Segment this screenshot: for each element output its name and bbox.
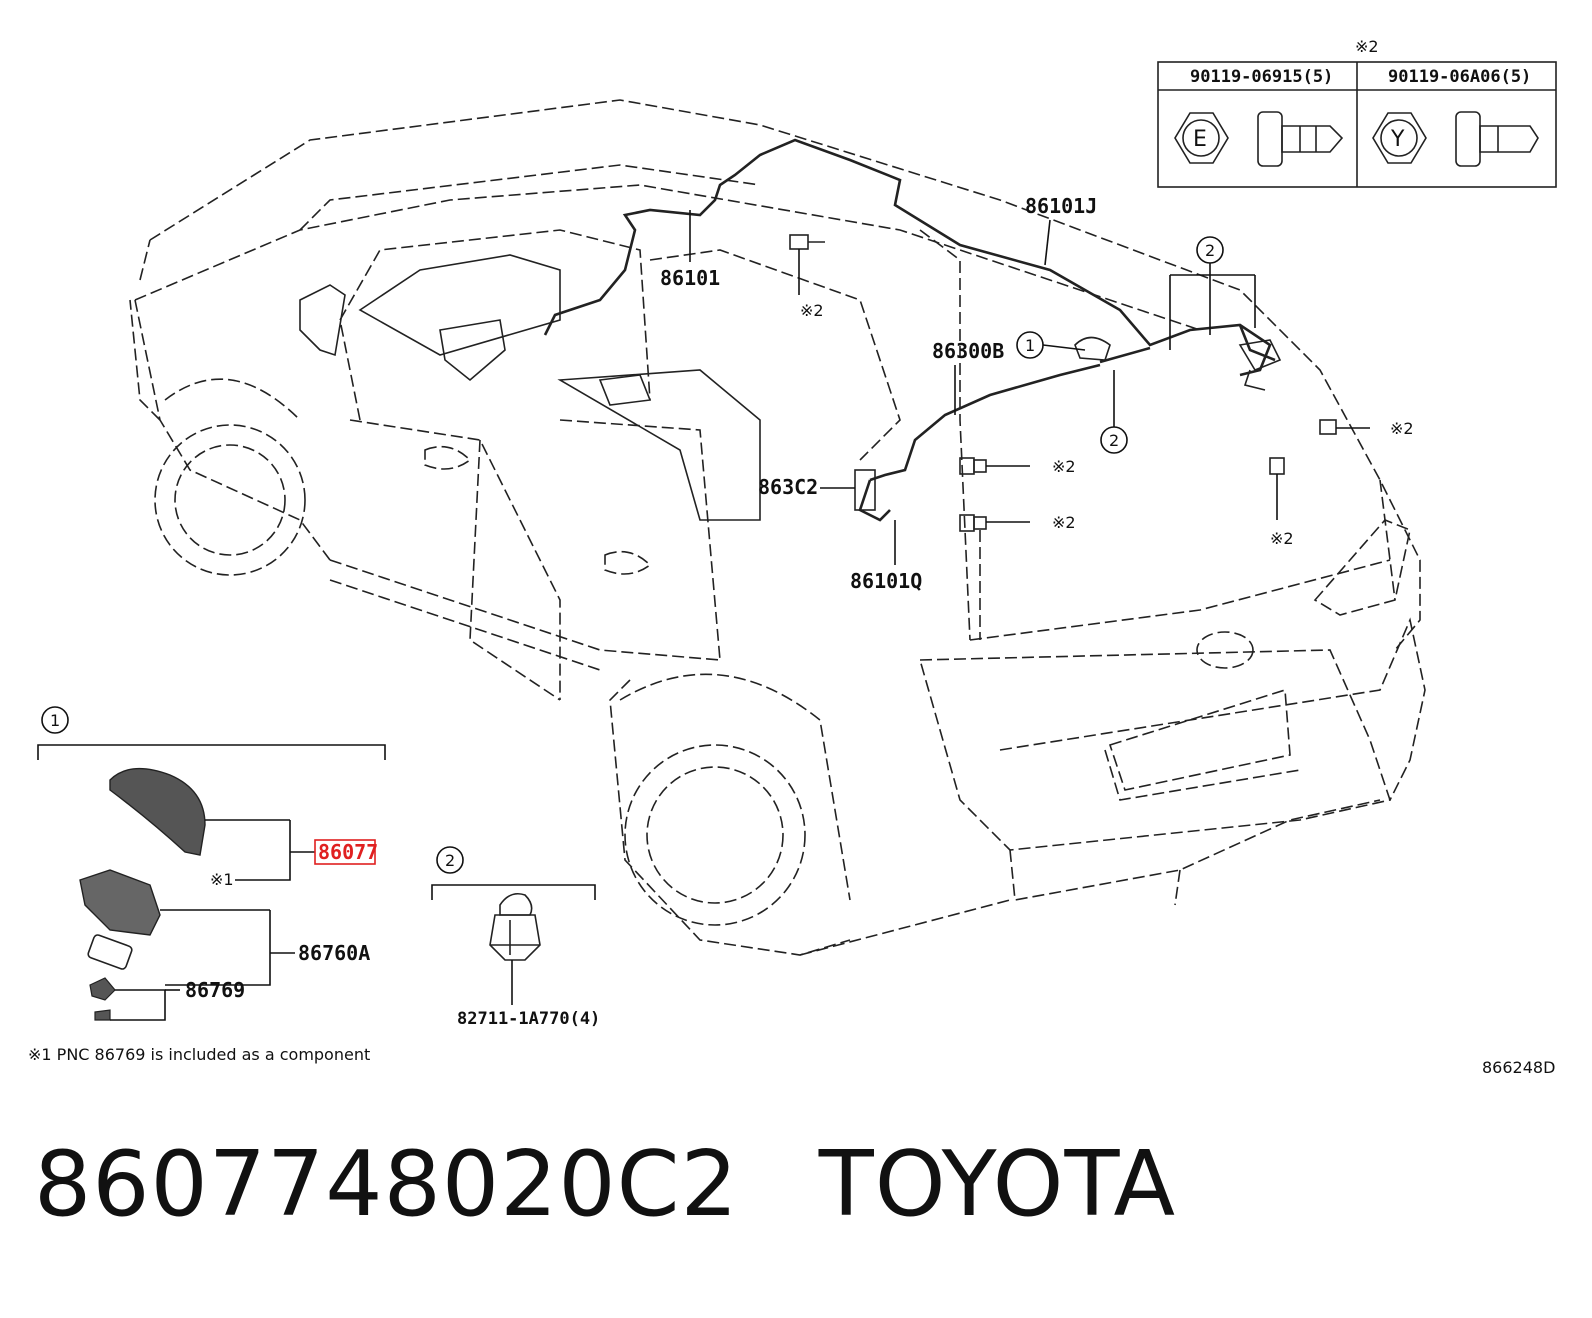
flange-bolt-y-icon: Y [1372,111,1539,167]
vehicle-outline [129,99,1426,956]
footnote: ※1 PNC 86769 is included as a component [28,1045,370,1064]
mark-bolt-b: ※2 [1052,513,1076,532]
circle-ref-2b: 2 [1205,241,1215,260]
bolt-rear-icon [1269,457,1285,520]
highlight-box [314,839,376,865]
gasket-icon [87,934,133,970]
label-86769[interactable]: 86769 [185,978,245,1002]
mark-bolt-top: ※2 [800,301,824,320]
caption-brand: TOYOTA [818,1132,1177,1237]
bolt-right-icon [1319,419,1370,435]
mark-bolt-rear: ※2 [1270,529,1294,548]
label-86101[interactable]: 86101 [660,266,720,290]
circle-ref-1: 1 [1025,336,1035,355]
clamp-clip-icon [489,892,541,961]
inset-clip: 2 82711-1A770(4) [431,846,600,1029]
fastener-table: ※2 90119-06915(5) 90119-06A06(5) E Y [1157,37,1557,188]
inset-antenna-assembly: 1 86077 ※1 86760A 86769 [37,706,386,1021]
circle-ref-2a: 2 [1109,431,1119,450]
label-86101j[interactable]: 86101J [1025,194,1097,218]
caption: 8607748020C2 TOYOTA [34,1132,1256,1237]
mark-bolt-a: ※2 [1052,457,1076,476]
table-part-y: 90119-06A06(5) [1388,67,1531,87]
nut-icon [89,977,116,1001]
antenna-cable-harness [543,138,1282,522]
inset2-circle-ref: 2 [445,851,455,870]
inset1-mark: ※1 [210,870,234,889]
table-header-mark: ※2 [1355,37,1379,56]
bolt-e-letter: E [1193,127,1207,152]
callouts: 86101J 86101 ※2 86300B 1 2 2 ※2 ※2 ※2 ※2… [660,194,1414,593]
diagram-id: 866248D [1482,1058,1555,1077]
bolt-y-letter: Y [1390,127,1405,152]
label-86101q[interactable]: 86101Q [850,569,922,593]
bolt-markers [789,234,1370,640]
label-86760a[interactable]: 86760A [298,941,370,965]
bolt-a-icon [959,457,1030,475]
antenna-base-icon [79,869,161,936]
caption-part-number: 8607748020C2 [34,1132,739,1237]
label-82711-1a770[interactable]: 82711-1A770(4) [457,1009,600,1029]
bolt-top-icon [789,234,825,295]
inset1-circle-ref: 1 [50,711,60,730]
flange-bolt-e-icon: E [1174,111,1344,167]
bolt-b-icon [959,514,1030,640]
screw-icon [94,1009,111,1021]
mark-bolt-right: ※2 [1390,419,1414,438]
label-86077[interactable]: 86077 [318,840,378,864]
label-86300b[interactable]: 86300B [932,339,1004,363]
shark-fin-cover-icon [109,767,206,856]
label-863c2[interactable]: 863C2 [758,475,818,499]
table-part-e: 90119-06915(5) [1190,67,1333,87]
